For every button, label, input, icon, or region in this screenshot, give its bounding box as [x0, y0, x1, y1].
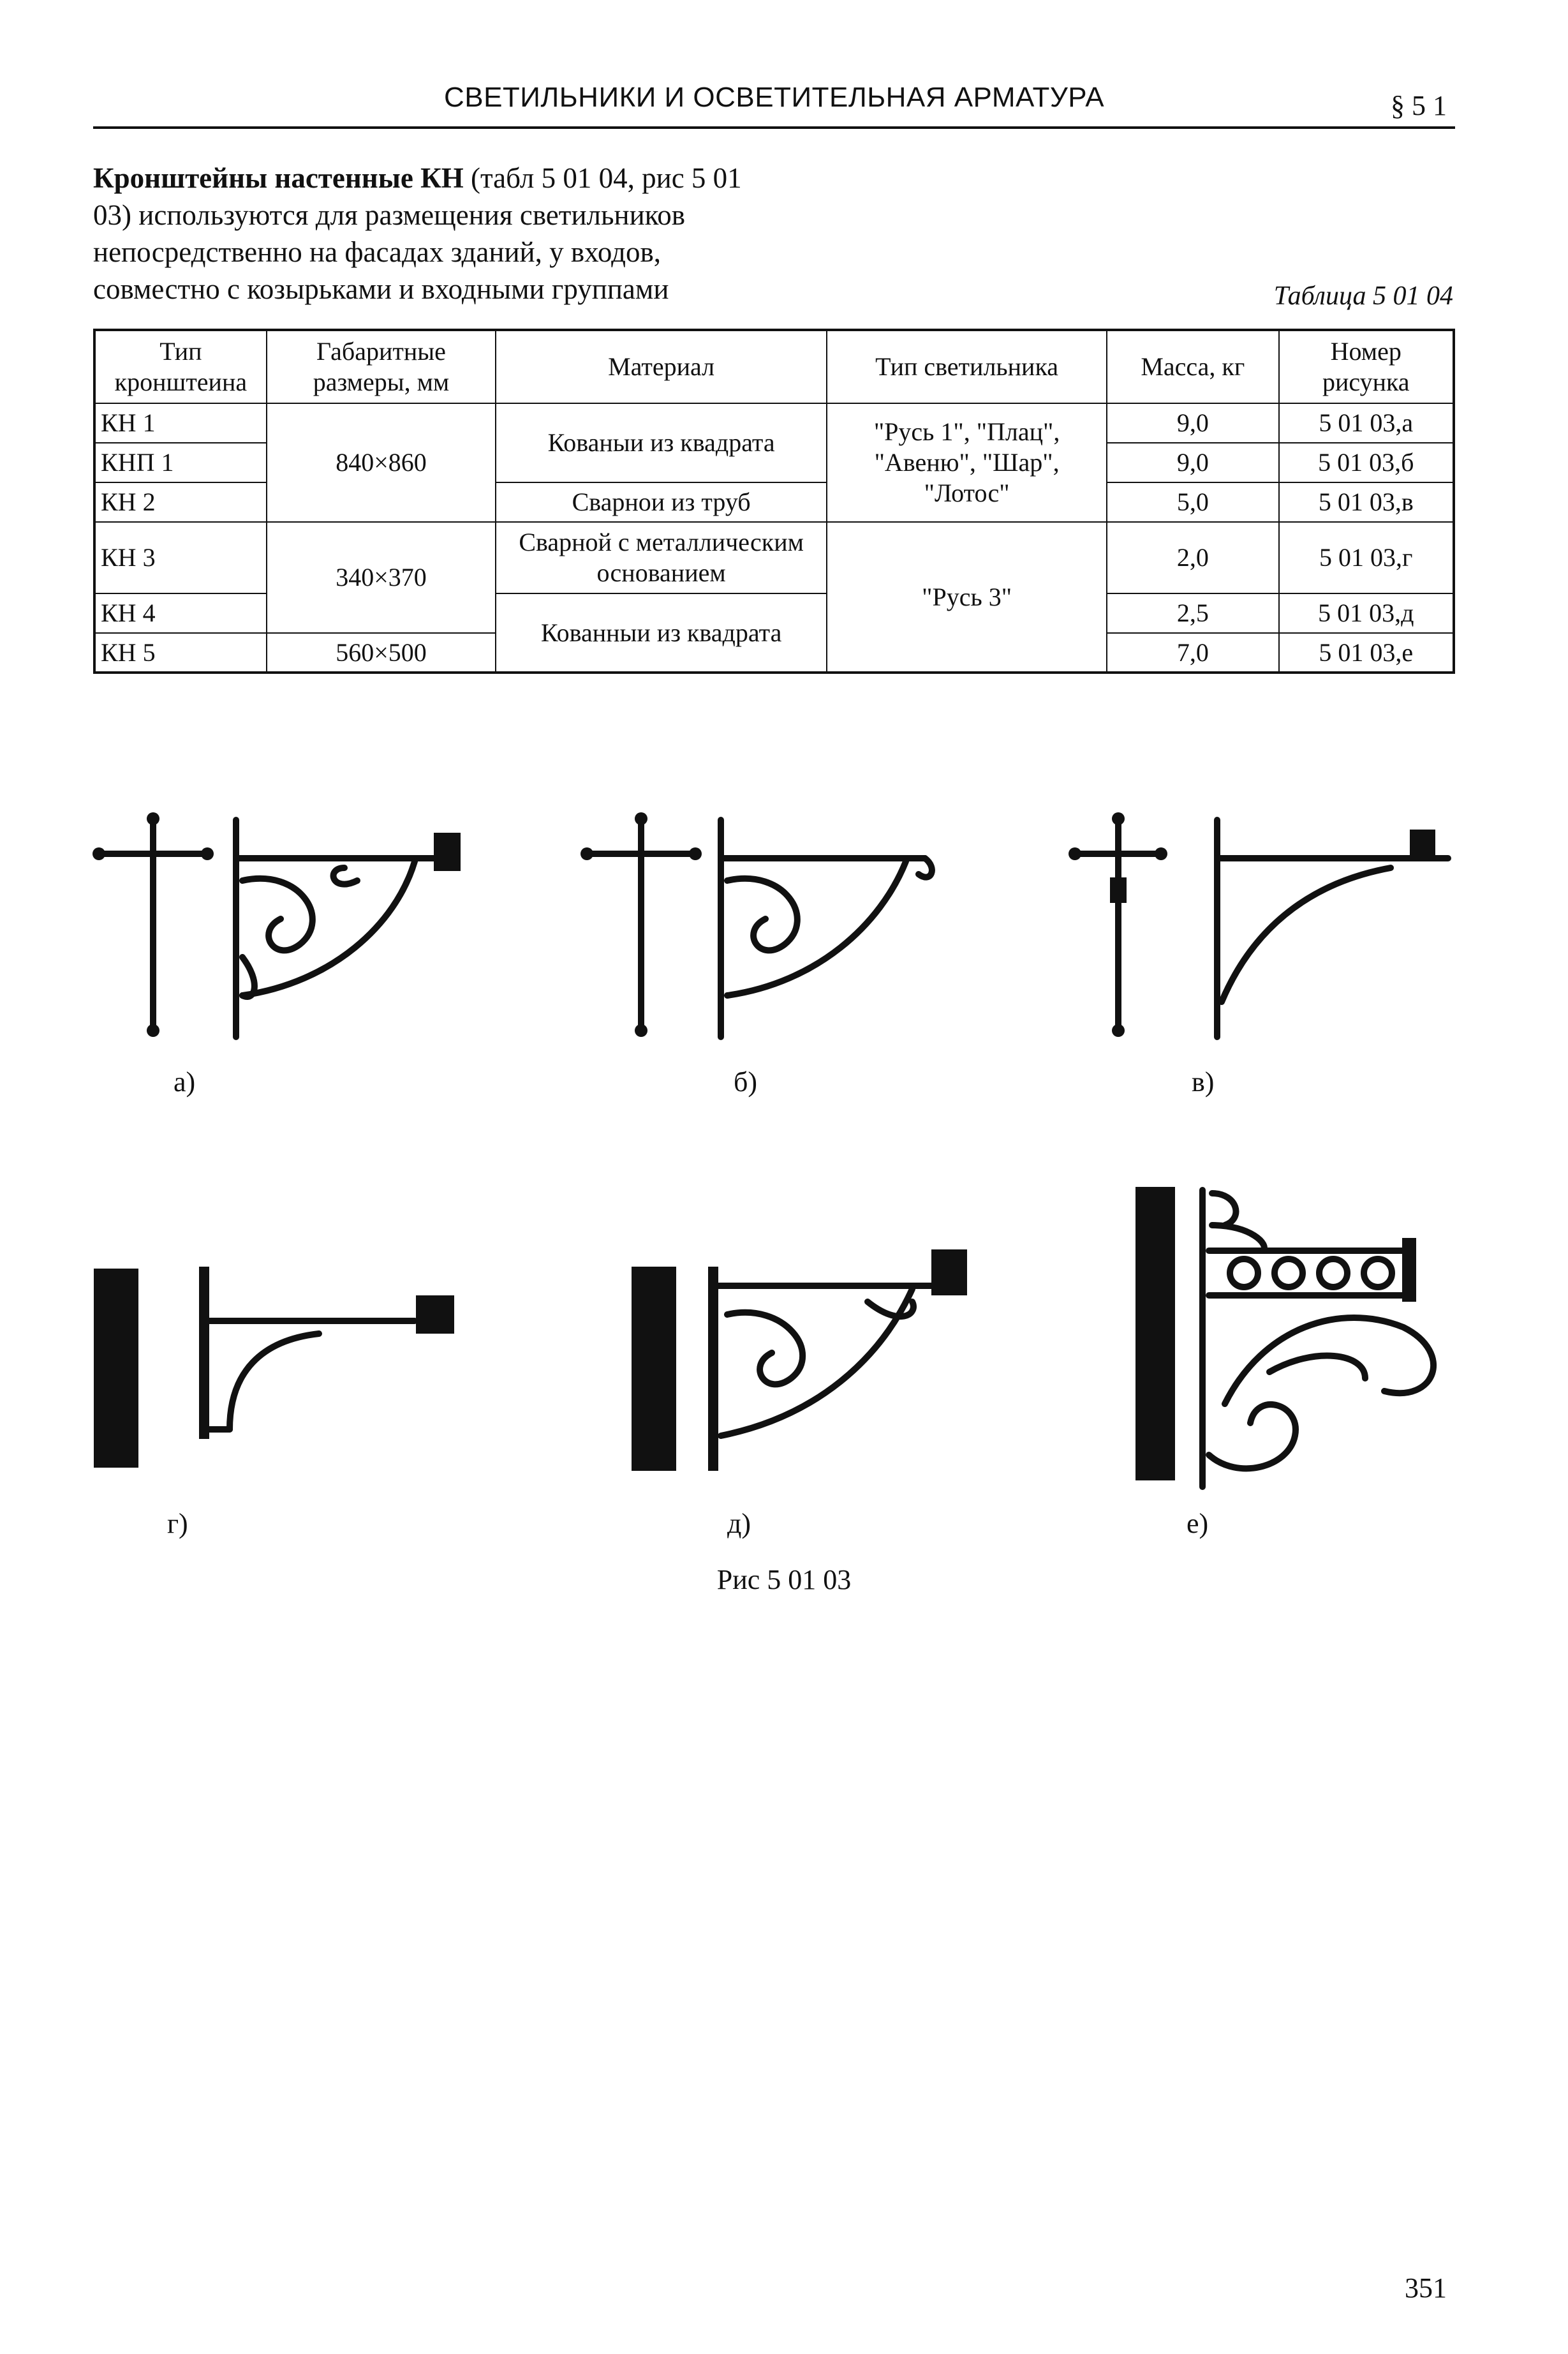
bracket-e-fill [1135, 1187, 1416, 1480]
header-type: Тип кронштеина [94, 329, 267, 404]
cell-material: Кованныи из квадрата [495, 593, 828, 673]
cell-mass: 2,5 [1106, 593, 1280, 634]
table-caption: Таблица 5 01 04 [1273, 281, 1453, 311]
bracket-b-fill [581, 812, 702, 1037]
cell-type: КН 2 [94, 482, 267, 523]
running-header-title: СВЕТИЛЬНИКИ И ОСВЕТИТЕЛЬНАЯ АРМАТУРА [443, 82, 1105, 113]
cell-type: КН 1 [94, 403, 267, 443]
cell-mass: 7,0 [1106, 632, 1280, 673]
bracket-v-drawing [1072, 817, 1451, 1040]
cell-lamp: "Русь 1", "Плац", "Авеню", "Шар", "Лотос… [826, 403, 1108, 523]
fig-label-d: д) [727, 1508, 751, 1539]
table-row: КН 1 840×860 Кованыи из квадрата "Русь 1… [94, 403, 1455, 523]
intro-paragraph: Кронштейны настенные КН (табл 5 01 04, р… [93, 160, 757, 308]
bracket-e-drawing [1199, 1187, 1437, 1490]
header-mass: Масса, кг [1106, 329, 1280, 404]
cell-mass: 5,0 [1106, 482, 1280, 523]
cell-figure: 5 01 03,е [1278, 632, 1455, 673]
fig-label-a: а) [174, 1066, 196, 1098]
header-material: Материал [495, 329, 828, 404]
cell-dims: 560×500 [265, 632, 497, 673]
cell-material: Сварной с металлическим основанием [495, 521, 828, 594]
table-row: КН 2 Сварнои из труб 5,0 5 01 03,в [94, 482, 1455, 523]
cell-material: Сварнои из труб [495, 482, 828, 523]
header-figure: Номер рисунка [1278, 329, 1455, 404]
cell-figure: 5 01 03,г [1278, 521, 1455, 594]
fig-label-g: г) [167, 1508, 188, 1539]
cell-type: КН 5 [94, 632, 267, 673]
cell-lamp: "Русь 3" [826, 521, 1108, 673]
bracket-g-drawing [201, 1318, 418, 1433]
spec-table: Тип кронштеина Габаритные размеры, мм Ма… [93, 329, 1455, 674]
fig-label-b: б) [734, 1066, 758, 1098]
cell-dims: 840×860 [265, 403, 497, 523]
header-dims: Габаритные размеры, мм [265, 329, 497, 404]
table-row: КН 4 Кованныи из квадрата 2,5 5 01 03,д [94, 593, 1455, 673]
bracket-v-fill [1069, 812, 1435, 1037]
header-rule [93, 126, 1455, 129]
page-number: 351 [1405, 2272, 1447, 2304]
intro-lead: Кронштейны настенные КН [93, 162, 464, 194]
cell-figure: 5 01 03,в [1278, 482, 1455, 523]
cell-dims: 340×370 [265, 521, 497, 634]
cell-material: Кованыи из квадрата [495, 403, 828, 483]
cell-mass: 9,0 [1106, 403, 1280, 443]
table-header-row: Тип кронштеина Габаритные размеры, мм Ма… [94, 329, 1455, 404]
bracket-d-drawing [711, 1283, 935, 1439]
section-number: § 5 1 [1391, 90, 1447, 121]
figure-caption: Рис 5 01 03 [716, 1564, 852, 1595]
cell-figure: 5 01 03,д [1278, 593, 1455, 634]
fig-label-e: е) [1187, 1508, 1209, 1539]
cell-figure: 5 01 03,б [1278, 442, 1455, 483]
bracket-b-drawing [584, 817, 935, 1040]
intro-text: (табл 5 01 04, рис 5 01 03) используются… [93, 162, 742, 305]
cell-type: КН 4 [94, 593, 267, 634]
cell-figure: 5 01 03,а [1278, 403, 1455, 443]
bracket-a-fill [92, 812, 461, 1037]
table-row: КНП 1 9,0 5 01 03,б [94, 442, 1455, 483]
cell-type: КНП 1 [94, 442, 267, 483]
bracket-a-drawing [96, 817, 443, 1040]
table-row: КН 5 560×500 7,0 5 01 03,е [94, 632, 1455, 673]
cell-type: КН 3 [94, 521, 267, 594]
fig-label-v: в) [1192, 1066, 1215, 1098]
bracket-d-fill [632, 1249, 967, 1471]
header-lamp: Тип светильника [826, 329, 1108, 404]
cell-mass: 2,0 [1106, 521, 1280, 594]
bracket-g-fill [94, 1267, 454, 1468]
cell-mass: 9,0 [1106, 442, 1280, 483]
table-row: КН 3 340×370 Сварной с металлическим осн… [94, 521, 1455, 673]
